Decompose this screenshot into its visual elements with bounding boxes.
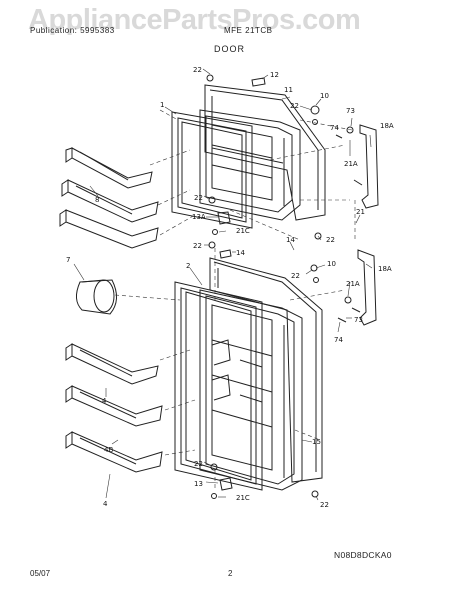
callout-74: 74 xyxy=(334,336,343,344)
freezer-shelf-bottom xyxy=(59,209,159,249)
upper-hardware xyxy=(206,74,354,240)
handle-lower xyxy=(351,249,377,326)
callout-22: 22 xyxy=(193,242,202,250)
callout-21a: 21A xyxy=(346,280,360,288)
callout-21a: 21A xyxy=(344,160,358,168)
callout-73: 73 xyxy=(346,107,355,115)
lower-hardware xyxy=(208,241,352,499)
callout-10: 10 xyxy=(320,92,329,100)
callout-2: 2 xyxy=(186,262,190,270)
fresh-food-door-gasket xyxy=(174,281,263,491)
callout-22: 22 xyxy=(320,501,329,509)
freezer-shelf-lower xyxy=(61,179,159,223)
callout-18a: 18A xyxy=(380,122,394,130)
callout-4: 4 xyxy=(103,500,108,508)
callout-4b: 4B xyxy=(104,446,113,454)
callout-22: 22 xyxy=(291,272,300,280)
fresh-food-shelf-3 xyxy=(65,431,163,473)
freezer-door-gasket xyxy=(171,111,253,229)
callout-7: 7 xyxy=(66,256,70,264)
callout-13a: 13A xyxy=(192,213,206,221)
callout-21c: 21C xyxy=(236,494,250,502)
callout-14: 14 xyxy=(286,236,295,244)
callout-22: 22 xyxy=(193,66,202,74)
callout-73: 73 xyxy=(354,316,363,324)
label-leaders xyxy=(73,68,373,501)
callout-1: 1 xyxy=(160,101,164,109)
freezer-door-outer xyxy=(204,84,326,221)
callout-14: 14 xyxy=(236,249,245,257)
callout-21c: 21C xyxy=(236,227,250,235)
callout-21: 21 xyxy=(356,208,365,216)
publication-date: 05/07 xyxy=(30,569,51,578)
model-label: MFE 21TCB xyxy=(224,26,273,35)
callout-10: 10 xyxy=(327,260,336,268)
callout-15: 15 xyxy=(312,438,321,446)
freezer-door-liner xyxy=(199,109,301,221)
fresh-food-shelf-2 xyxy=(65,385,163,427)
callout-12: 12 xyxy=(270,71,279,79)
fresh-food-door-outer xyxy=(209,257,323,483)
callout-4: 4 xyxy=(102,397,107,405)
callout-22: 22 xyxy=(194,460,203,468)
publication-label: Publication: 5995383 xyxy=(30,26,115,35)
callout-13: 13 xyxy=(194,480,203,488)
watermark: AppliancePartsPros.com xyxy=(28,4,361,36)
freezer-shelf-upper xyxy=(65,147,153,189)
page-number: 2 xyxy=(228,569,233,578)
diagram-code: N08D8DCKA0 xyxy=(334,550,392,560)
leader-lines xyxy=(114,109,356,490)
callout-22: 22 xyxy=(194,194,203,202)
callout-8: 8 xyxy=(95,196,99,204)
callout-18a: 18A xyxy=(378,265,392,273)
callout-11: 11 xyxy=(284,86,293,94)
fresh-food-shelf-1 xyxy=(65,343,159,385)
callout-22: 22 xyxy=(326,236,335,244)
handle-upper xyxy=(353,124,379,209)
section-title: DOOR xyxy=(214,44,245,54)
callout-74: 74 xyxy=(330,124,339,132)
crisper-cover xyxy=(76,279,117,315)
callout-22: 22 xyxy=(290,102,299,110)
